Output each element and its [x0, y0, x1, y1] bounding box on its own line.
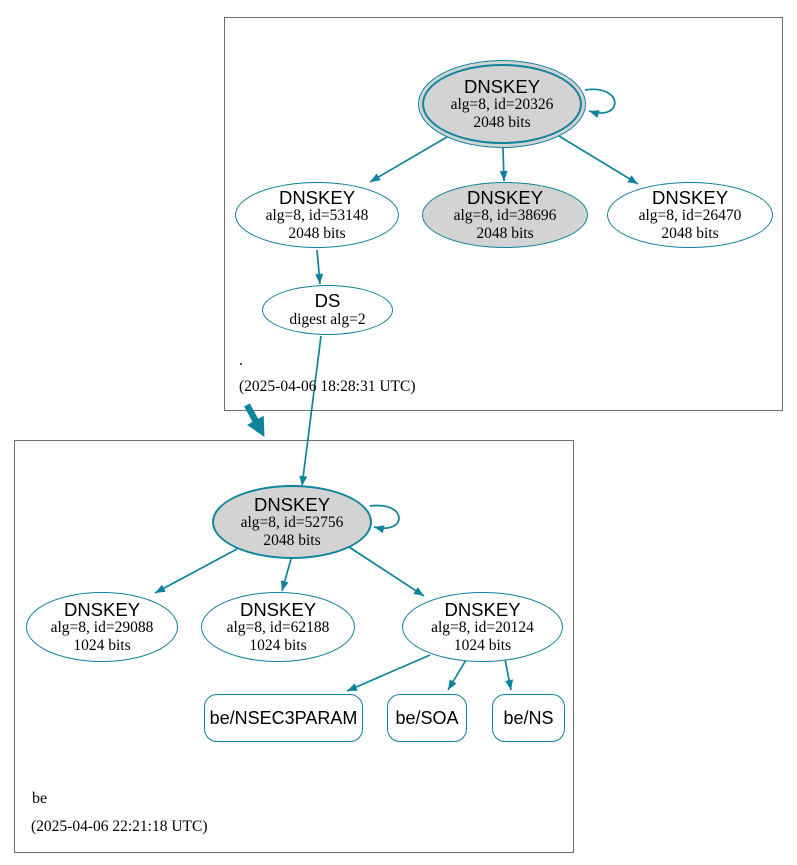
- edge-root-ksk-to-38696: [499, 147, 508, 182]
- rrset-label: be/NS: [503, 707, 554, 728]
- node-title: DNSKEY: [253, 493, 331, 515]
- ds-node[interactable]: DS digest alg=2: [262, 285, 393, 335]
- edge-delegation-root-to-be: [244, 403, 265, 438]
- node-detail: digest alg=2: [289, 311, 366, 329]
- node-detail: alg=8, id=62188: [226, 619, 330, 637]
- node-title: DNSKEY: [278, 186, 356, 208]
- rrset-ns[interactable]: be/NS: [492, 694, 565, 742]
- dnskey-node-53148[interactable]: DNSKEY alg=8, id=53148 2048 bits: [235, 182, 399, 248]
- edge-be-ksk-to-29088: [154, 548, 238, 594]
- rrset-label: be/NSEC3PARAM: [209, 707, 358, 728]
- edge-be-ksk-selfloop: [369, 504, 400, 534]
- dnskey-node-26470[interactable]: DNSKEY alg=8, id=26470 2048 bits: [607, 182, 773, 248]
- dnskey-node-20124[interactable]: DNSKEY alg=8, id=20124 1024 bits: [402, 592, 563, 662]
- zone-label-root: .: [239, 352, 243, 369]
- node-detail: alg=8, id=52756: [240, 514, 344, 532]
- zone-timestamp-be: (2025-04-06 22:21:18 UTC): [31, 818, 208, 835]
- edge-root-ksk-to-26470: [558, 135, 639, 185]
- node-detail: alg=8, id=38696: [453, 207, 557, 225]
- zone-timestamp-root: (2025-04-06 18:28:31 UTC): [239, 378, 416, 395]
- dnskey-node-root-ksk[interactable]: DNSKEY alg=8, id=20326 2048 bits: [418, 60, 586, 148]
- dnskey-node-62188[interactable]: DNSKEY alg=8, id=62188 1024 bits: [201, 592, 355, 662]
- dnskey-node-38696[interactable]: DNSKEY alg=8, id=38696 2048 bits: [422, 182, 588, 248]
- node-bits: 2048 bits: [661, 224, 719, 242]
- node-title: DNSKEY: [466, 186, 544, 208]
- rrset-nsec3param[interactable]: be/NSEC3PARAM: [204, 694, 363, 742]
- rrset-soa[interactable]: be/SOA: [387, 694, 467, 742]
- node-title: DNSKEY: [444, 598, 521, 620]
- edge-20124-to-nsec3param: [346, 654, 431, 692]
- edge-53148-to-ds: [315, 249, 324, 285]
- node-bits: 1024 bits: [453, 636, 512, 654]
- zone-label-be: be: [32, 790, 48, 807]
- rrset-label: be/SOA: [395, 707, 459, 728]
- node-title: DNSKEY: [463, 75, 541, 97]
- node-bits: 2048 bits: [263, 531, 321, 549]
- edge-be-ksk-to-62188: [280, 558, 292, 592]
- edge-ds-to-be-ksk: [299, 335, 322, 487]
- node-detail: alg=8, id=53148: [265, 207, 369, 225]
- node-bits: 2048 bits: [288, 224, 346, 242]
- edge-20124-to-soa: [447, 659, 467, 691]
- node-bits: 2048 bits: [473, 113, 531, 131]
- dnskey-node-be-ksk[interactable]: DNSKEY alg=8, id=52756 2048 bits: [212, 485, 372, 559]
- edge-root-ksk-to-53148: [369, 136, 448, 183]
- edge-20124-to-ns: [504, 658, 514, 691]
- node-title: DNSKEY: [651, 186, 729, 208]
- node-bits: 1024 bits: [73, 636, 131, 654]
- node-title: DNSKEY: [63, 598, 141, 620]
- zone-box-be: [14, 440, 574, 853]
- node-bits: 1024 bits: [249, 636, 307, 654]
- zone-box-root: [224, 17, 783, 411]
- node-detail: alg=8, id=20124: [431, 619, 534, 637]
- node-detail: alg=8, id=20326: [450, 96, 554, 114]
- node-bits: 2048 bits: [476, 224, 534, 242]
- edge-root-ksk-selfloop: [584, 88, 616, 118]
- node-detail: alg=8, id=26470: [638, 207, 742, 225]
- node-title: DS: [314, 290, 341, 312]
- node-detail: alg=8, id=29088: [50, 619, 154, 637]
- dnskey-node-29088[interactable]: DNSKEY alg=8, id=29088 1024 bits: [26, 592, 178, 662]
- edge-be-ksk-to-20124: [348, 546, 425, 597]
- node-title: DNSKEY: [239, 598, 317, 620]
